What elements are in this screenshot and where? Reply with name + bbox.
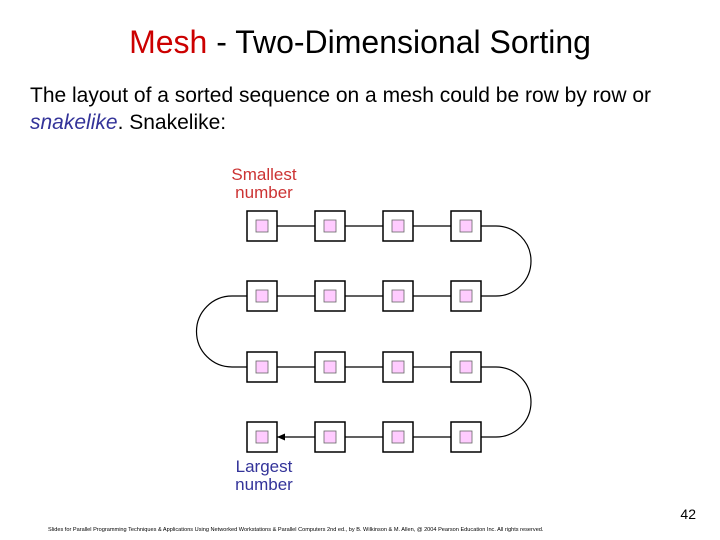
body-text-prefix: The layout of a sorted sequence on a mes… (30, 84, 652, 107)
mesh-connectors (195, 225, 532, 441)
smallest-number-label: Smallest number (231, 165, 297, 202)
mesh-node-element (391, 360, 405, 374)
slide-title: Mesh - Two-Dimensional Sorting (0, 24, 720, 61)
mesh-node-element (391, 219, 405, 233)
footer-credit: Slides for Parallel Programming Techniqu… (48, 527, 544, 533)
body-paragraph: The layout of a sorted sequence on a mes… (30, 82, 690, 136)
mesh-node-element (459, 289, 473, 303)
mesh-node (450, 210, 482, 242)
largest-number-label: Largest number (235, 457, 293, 494)
mesh-node (246, 351, 278, 383)
mesh-node-element (459, 219, 473, 233)
mesh-node-element (323, 430, 337, 444)
mesh-node-element (459, 360, 473, 374)
mesh-node-element (255, 360, 269, 374)
page-number: 42 (680, 506, 696, 522)
slide-title-rest: - Two-Dimensional Sorting (207, 24, 591, 60)
mesh-node-element (323, 289, 337, 303)
mesh-node-element (391, 289, 405, 303)
mesh-node-element (323, 360, 337, 374)
snake-turn (481, 366, 532, 438)
snake-turn (195, 295, 247, 368)
mesh-node-element (255, 430, 269, 444)
mesh-node-element (255, 289, 269, 303)
mesh-node-element (255, 219, 269, 233)
slide-title-accent: Mesh (129, 24, 208, 60)
mesh-node (450, 280, 482, 312)
body-text-emphasis: snakelike (30, 111, 118, 134)
snake-turn (481, 225, 532, 297)
mesh-node-element (391, 430, 405, 444)
body-text-suffix: . Snakelike: (117, 111, 227, 134)
mesh-node-element (459, 430, 473, 444)
mesh-nodes (246, 210, 482, 453)
mesh-node-element (323, 219, 337, 233)
arrowhead (277, 433, 285, 441)
